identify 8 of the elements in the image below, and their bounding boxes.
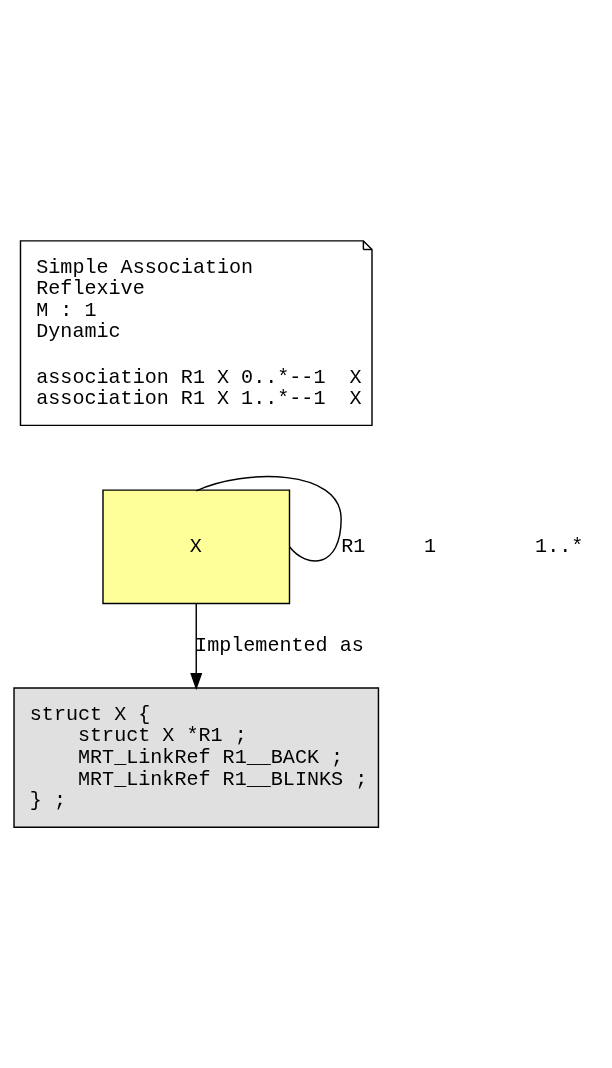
node-box: X [102,489,291,605]
arrow [190,603,203,691]
label: 1..* [535,535,584,559]
label: 1 [424,535,437,559]
node-box: struct X { struct X *R1 ; MRT_LinkRef R1__BACK ; MRT_LinkRef R1__BLINKS ; } ; [13,687,380,828]
connector [195,475,342,562]
edge-label: Implemented as [195,634,364,658]
edge-label: R1 [341,535,366,559]
